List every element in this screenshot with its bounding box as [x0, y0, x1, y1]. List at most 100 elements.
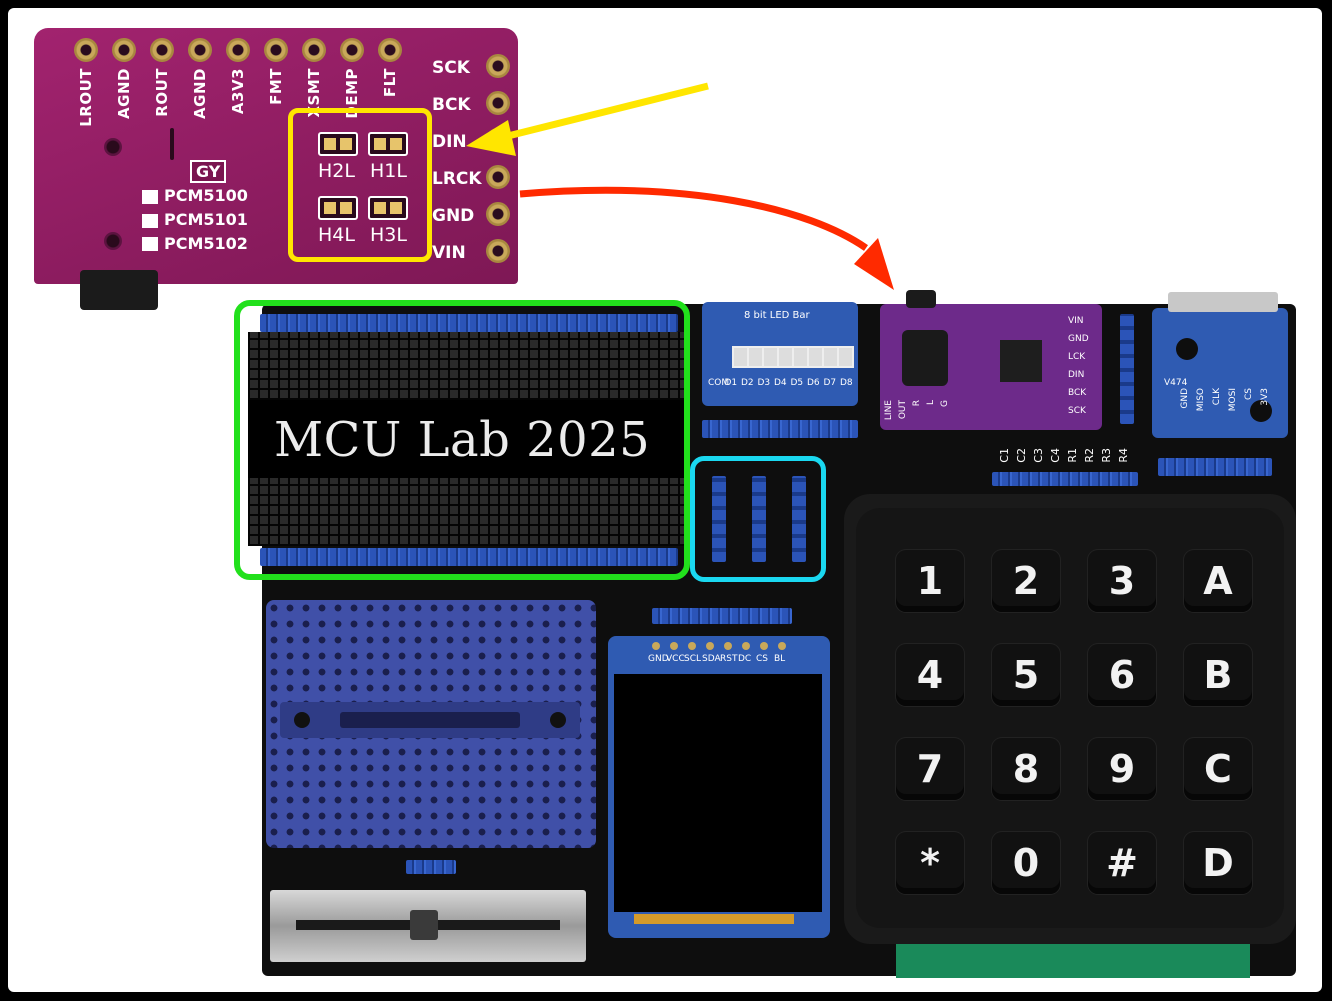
dac-pin-label: BCK: [1068, 388, 1087, 398]
chip-option-label: PCM5101: [164, 210, 248, 229]
keypad-key[interactable]: *: [896, 832, 964, 894]
header-pin: [74, 38, 98, 62]
keypad-key[interactable]: 0: [992, 832, 1060, 894]
header-pin: [226, 38, 250, 62]
pin-label: VIN: [432, 243, 466, 263]
tft-pin-label: SDA: [702, 654, 721, 664]
keypad-key[interactable]: D: [1184, 832, 1252, 894]
mount-hole: [550, 712, 566, 728]
dac-chip: [1000, 340, 1042, 382]
header-pin: [340, 38, 364, 62]
yellow-arrow-line: [507, 82, 709, 140]
mini-breadboard: [266, 600, 596, 848]
slider-knob[interactable]: [410, 910, 438, 940]
keypad-key[interactable]: 7: [896, 738, 964, 800]
keypad-ribbon-connector: [896, 944, 1250, 978]
gpio-socket-top: [248, 332, 688, 400]
header-pin: [112, 38, 136, 62]
dac-pin-label: GND: [1068, 334, 1089, 344]
tft-pin: [742, 642, 750, 650]
dac-pin-label: SCK: [1068, 406, 1086, 416]
gpio-pin-header-bottom: [260, 548, 678, 566]
keypad-key[interactable]: 5: [992, 644, 1060, 706]
tft-screen: [614, 674, 822, 912]
pin-label: LRCK: [432, 169, 482, 189]
tft-pin: [724, 642, 732, 650]
keypad-pin-header: [992, 472, 1138, 486]
header-pin: [378, 38, 402, 62]
jumper-pad: [368, 196, 408, 220]
tft-pin-label: CS: [756, 654, 768, 664]
led-pin-label: D5: [790, 378, 804, 388]
keypad-key[interactable]: 3: [1088, 550, 1156, 612]
led-bar-header: [702, 420, 858, 438]
header-pin: [302, 38, 326, 62]
vertical-header: [752, 476, 766, 562]
tft-pin: [688, 642, 696, 650]
power-header-highlight-box: [690, 456, 826, 582]
mount-hole: [294, 712, 310, 728]
mcu-label-strip: [248, 400, 688, 478]
pin-label: GND: [432, 206, 475, 226]
sd-card-slot: [1168, 292, 1278, 312]
keypad-key[interactable]: 1: [896, 550, 964, 612]
keypad-key[interactable]: C: [1184, 738, 1252, 800]
tft-pin: [760, 642, 768, 650]
mount-hole: [104, 138, 122, 156]
led-pin-label: D2: [741, 378, 754, 388]
keypad-key[interactable]: 6: [1088, 644, 1156, 706]
mcu-header-highlight-box: [234, 300, 690, 580]
pin-label: BCK: [432, 95, 471, 115]
keypad-key[interactable]: 2: [992, 550, 1060, 612]
yellow-arrow-head: [466, 120, 516, 156]
vertical-header: [792, 476, 806, 562]
audio-jack: [80, 270, 158, 310]
mount-hole: [1176, 338, 1198, 360]
pin-label: DIN: [432, 132, 467, 152]
sd-pin-label: V474: [1164, 378, 1188, 388]
jumper-label: H1L: [370, 160, 407, 182]
led-pin-label: D6: [807, 378, 820, 388]
keypad-key[interactable]: B: [1184, 644, 1252, 706]
led-pin-label: D3: [757, 378, 771, 388]
pin-label: SCK: [432, 58, 470, 78]
header-pin: [486, 239, 510, 263]
tft-pin-label: VCC: [666, 654, 685, 664]
audio-jack: [902, 330, 948, 386]
gpio-socket-bottom: [248, 478, 688, 546]
tft-pin: [670, 642, 678, 650]
dac-pin-label: LCK: [1068, 352, 1086, 362]
tft-pin: [652, 642, 660, 650]
chip-option-box: [142, 190, 158, 204]
breadboard-center-channel: [280, 702, 580, 738]
chip-option-box: [142, 237, 158, 251]
tft-pin-header: [652, 608, 792, 624]
tft-pin-label: BL: [774, 654, 786, 664]
chip-option-label: PCM5100: [164, 186, 248, 205]
jumper-pad: [318, 132, 358, 156]
chip-option-label: PCM5102: [164, 234, 248, 253]
keypad-key[interactable]: 9: [1088, 738, 1156, 800]
header-pin: [486, 202, 510, 226]
led-pin-label: D1: [724, 378, 738, 388]
sd-pin-header: [1158, 458, 1272, 476]
header-pin: [150, 38, 174, 62]
keypad-key[interactable]: #: [1088, 832, 1156, 894]
keypad-key[interactable]: 8: [992, 738, 1060, 800]
keypad-key[interactable]: A: [1184, 550, 1252, 612]
dac-pin-label: DIN: [1068, 370, 1085, 380]
led-segment: [837, 346, 854, 368]
red-arrow-head: [854, 238, 894, 290]
tft-flex-cable: [634, 914, 794, 924]
led-pin-label: D7: [823, 378, 837, 388]
keypad-key[interactable]: 4: [896, 644, 964, 706]
mount-hole: [104, 232, 122, 250]
jumper-label: H2L: [318, 160, 355, 182]
